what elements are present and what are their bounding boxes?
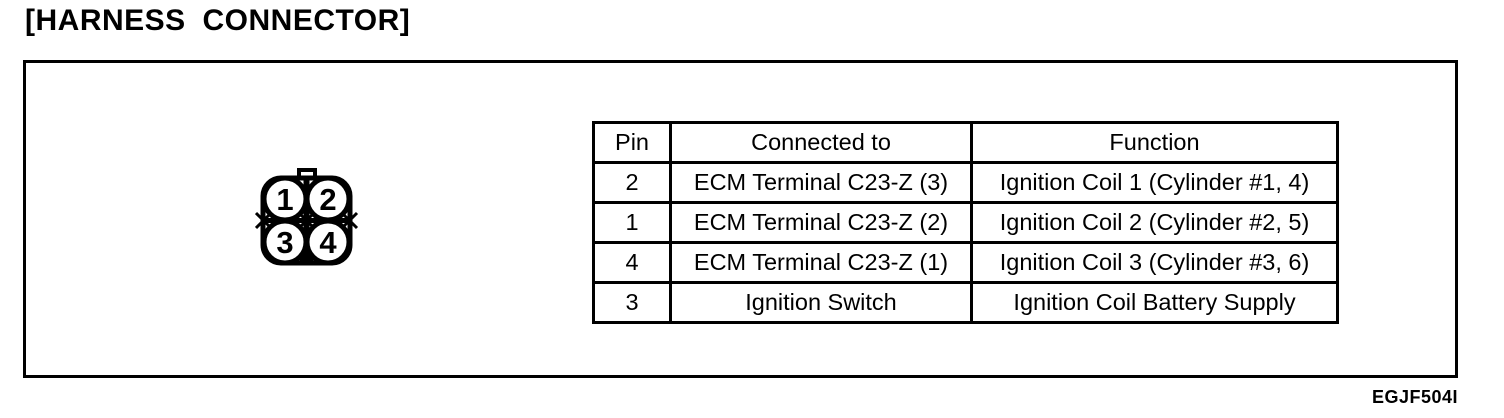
table-row: 3 Ignition Switch Ignition Coil Battery …: [592, 281, 1339, 324]
table-header-row: Pin Connected to Function: [592, 121, 1339, 164]
pin-assignment-table: Pin Connected to Function 2 ECM Terminal…: [592, 121, 1339, 324]
pin-3-label: 3: [276, 225, 293, 260]
cell-function: Ignition Coil Battery Supply: [970, 281, 1339, 324]
pin-4-cavity: [304, 218, 352, 266]
page-title: [HARNESS CONNECTOR]: [25, 4, 411, 37]
cell-pin: 1: [592, 201, 672, 244]
pin-4-label: 4: [319, 225, 337, 260]
pin-2-label: 2: [319, 182, 336, 217]
cell-function: Ignition Coil 1 (Cylinder #1, 4): [970, 161, 1339, 204]
cell-function: Ignition Coil 3 (Cylinder #3, 6): [970, 241, 1339, 284]
header-pin: Pin: [592, 121, 672, 164]
table-row: 4 ECM Terminal C23-Z (1) Ignition Coil 3…: [592, 241, 1339, 284]
cell-function: Ignition Coil 2 (Cylinder #2, 5): [970, 201, 1339, 244]
header-function: Function: [970, 121, 1339, 164]
figure-code: EGJF504I: [1371, 387, 1458, 407]
harness-connector-diagram: 1 2 3 4: [255, 168, 359, 266]
pin-1-label: 1: [276, 182, 293, 217]
cell-pin: 4: [592, 241, 672, 284]
cell-pin: 3: [592, 281, 672, 324]
cell-connected: ECM Terminal C23-Z (3): [669, 161, 973, 204]
cell-connected: ECM Terminal C23-Z (1): [669, 241, 973, 284]
header-connected: Connected to: [669, 121, 973, 164]
cell-connected: Ignition Switch: [669, 281, 973, 324]
cell-connected: ECM Terminal C23-Z (2): [669, 201, 973, 244]
cell-pin: 2: [592, 161, 672, 204]
table-row: 1 ECM Terminal C23-Z (2) Ignition Coil 2…: [592, 201, 1339, 244]
table-row: 2 ECM Terminal C23-Z (3) Ignition Coil 1…: [592, 161, 1339, 204]
connector-pin-cavities: [261, 175, 352, 266]
